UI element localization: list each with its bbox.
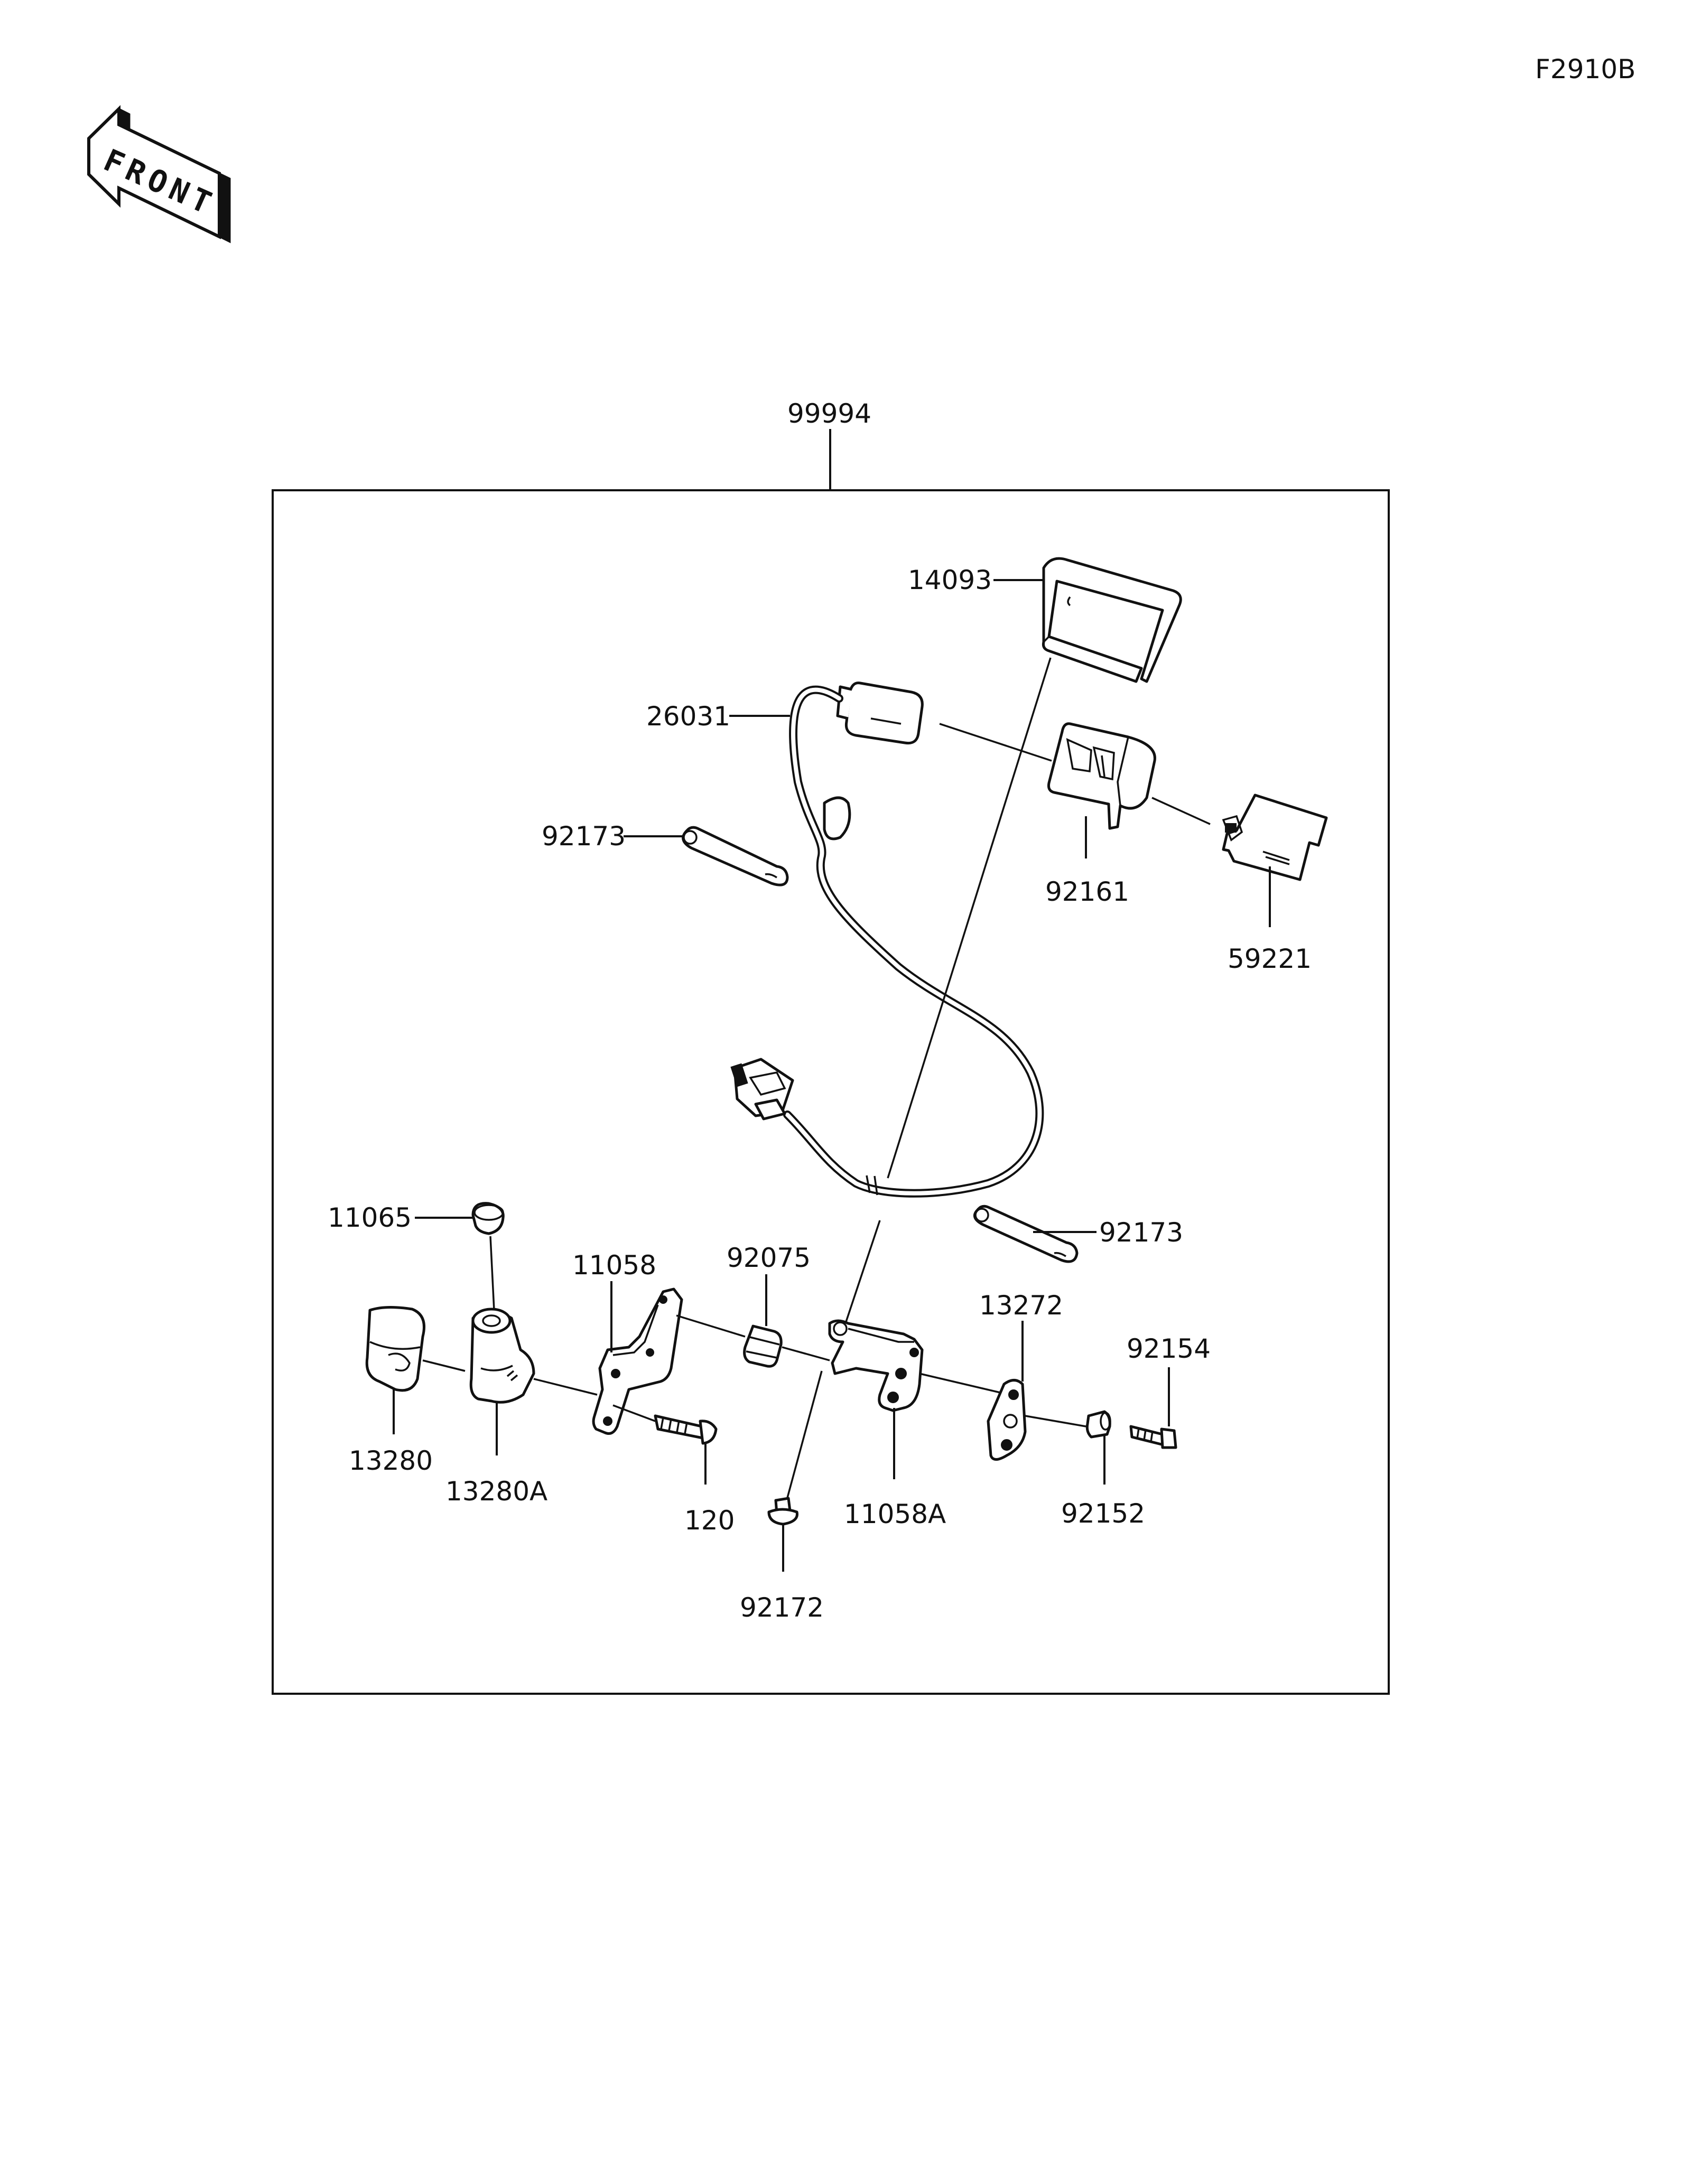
connector-line-59221 (1151, 797, 1211, 825)
label-11058A: 11058A (844, 1499, 946, 1529)
assembly-line-harness-to-bracket (844, 1220, 881, 1324)
collar-part-92152 (1085, 1410, 1111, 1439)
label-120: 120 (684, 1505, 735, 1536)
label-92161: 92161 (1045, 876, 1129, 907)
assembly-line-cover-to-bracket (887, 657, 1052, 1179)
bracket-part-11058 (592, 1287, 683, 1435)
bolt-part-120 (654, 1414, 718, 1445)
strap-part-92173-upper (682, 826, 789, 886)
weight-cover-part-13280 (365, 1305, 425, 1392)
label-92172: 92172 (740, 1592, 824, 1623)
label-92154: 92154 (1127, 1333, 1211, 1364)
label-13280: 13280 (349, 1445, 433, 1476)
plate-part-13272 (987, 1379, 1027, 1461)
switch-part-92161 (1047, 722, 1156, 830)
strap-part-92173-lower (973, 1205, 1079, 1263)
cap-part-11065 (471, 1202, 505, 1235)
module-part-59221 (1222, 794, 1328, 881)
clip-part-92172 (767, 1497, 798, 1526)
label-59221: 59221 (1228, 944, 1312, 974)
label-13272: 13272 (979, 1290, 1063, 1321)
label-11058: 11058 (572, 1250, 656, 1281)
front-direction-arrow-icon: FRONT (87, 105, 231, 244)
label-92075: 92075 (727, 1243, 811, 1273)
label-92173-upper: 92173 (542, 821, 626, 852)
harness-part-26031 (730, 682, 1044, 1198)
figure-code: F2910B (1535, 54, 1636, 85)
connector-line-92161 (939, 723, 1052, 762)
assembly-number-label: 99994 (787, 398, 871, 429)
label-26031: 26031 (646, 701, 730, 732)
bracket-part-11058A (828, 1319, 924, 1412)
label-11065: 11065 (328, 1202, 412, 1233)
label-13280A: 13280A (445, 1476, 547, 1507)
cover-part-14093 (1042, 557, 1182, 683)
label-92152: 92152 (1061, 1498, 1145, 1529)
label-92173-lower: 92173 (1099, 1217, 1183, 1248)
grommet-part-92075 (743, 1324, 783, 1368)
assembly-box (272, 429, 1390, 1695)
bar-end-part-13280A (469, 1308, 535, 1404)
screw-part-92154 (1129, 1425, 1177, 1449)
label-14093: 14093 (908, 565, 992, 595)
